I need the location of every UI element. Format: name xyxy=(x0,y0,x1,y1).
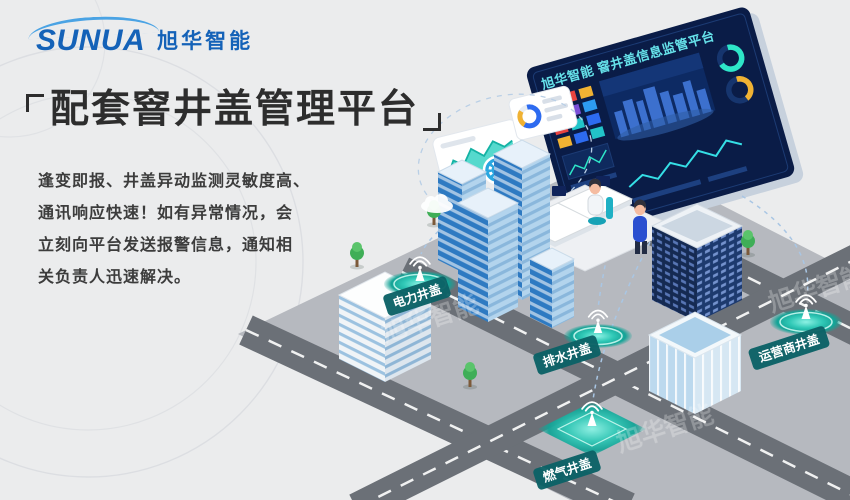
dashboard-sparkline xyxy=(628,139,743,188)
brand-logo: SUNUA 旭华智能 xyxy=(36,26,253,56)
description-line: 逢变即报、井盖异动监测灵敏度高、 xyxy=(38,173,311,190)
dashboard-donut-charts xyxy=(716,44,754,104)
page-title: 配套窨井盖管理平台 xyxy=(50,88,420,131)
description-text: 逢变即报、井盖异动监测灵敏度高、 通讯响应快速！如有异常情况，会 立刻向平台发送… xyxy=(38,166,310,294)
bracket-close-decoration xyxy=(423,112,442,131)
blue-tower-small xyxy=(528,247,576,328)
bracket-open-decoration xyxy=(26,94,44,112)
description-line: 通讯响应快速！如有异常情况，会 xyxy=(38,205,294,222)
operator-sitting-right xyxy=(587,178,613,225)
dashboard-city-panel xyxy=(598,52,716,141)
manhole-covers: 电力井盖 排水井盖 运营商井盖 xyxy=(383,256,842,490)
white-office-building xyxy=(337,271,433,382)
cover-power: 电力井盖 xyxy=(383,256,456,316)
navy-office-building xyxy=(650,203,744,322)
blue-tower-front xyxy=(456,187,520,322)
glass-pavilion-building xyxy=(647,311,743,414)
floating-donut-card xyxy=(508,85,578,141)
operator-standing xyxy=(633,199,647,254)
headline: 配套窨井盖管理平台 xyxy=(26,88,442,133)
description-line: 立刻向平台发送报警信息，通知相 xyxy=(38,237,294,254)
brand-logo-cn: 旭华智能 xyxy=(157,29,254,53)
description-line: 关负责人迅速解决。 xyxy=(38,269,192,286)
dashed-orbit-decoration xyxy=(417,93,593,223)
brand-logo-en: SUNUA xyxy=(36,24,146,57)
buildings xyxy=(337,139,744,414)
